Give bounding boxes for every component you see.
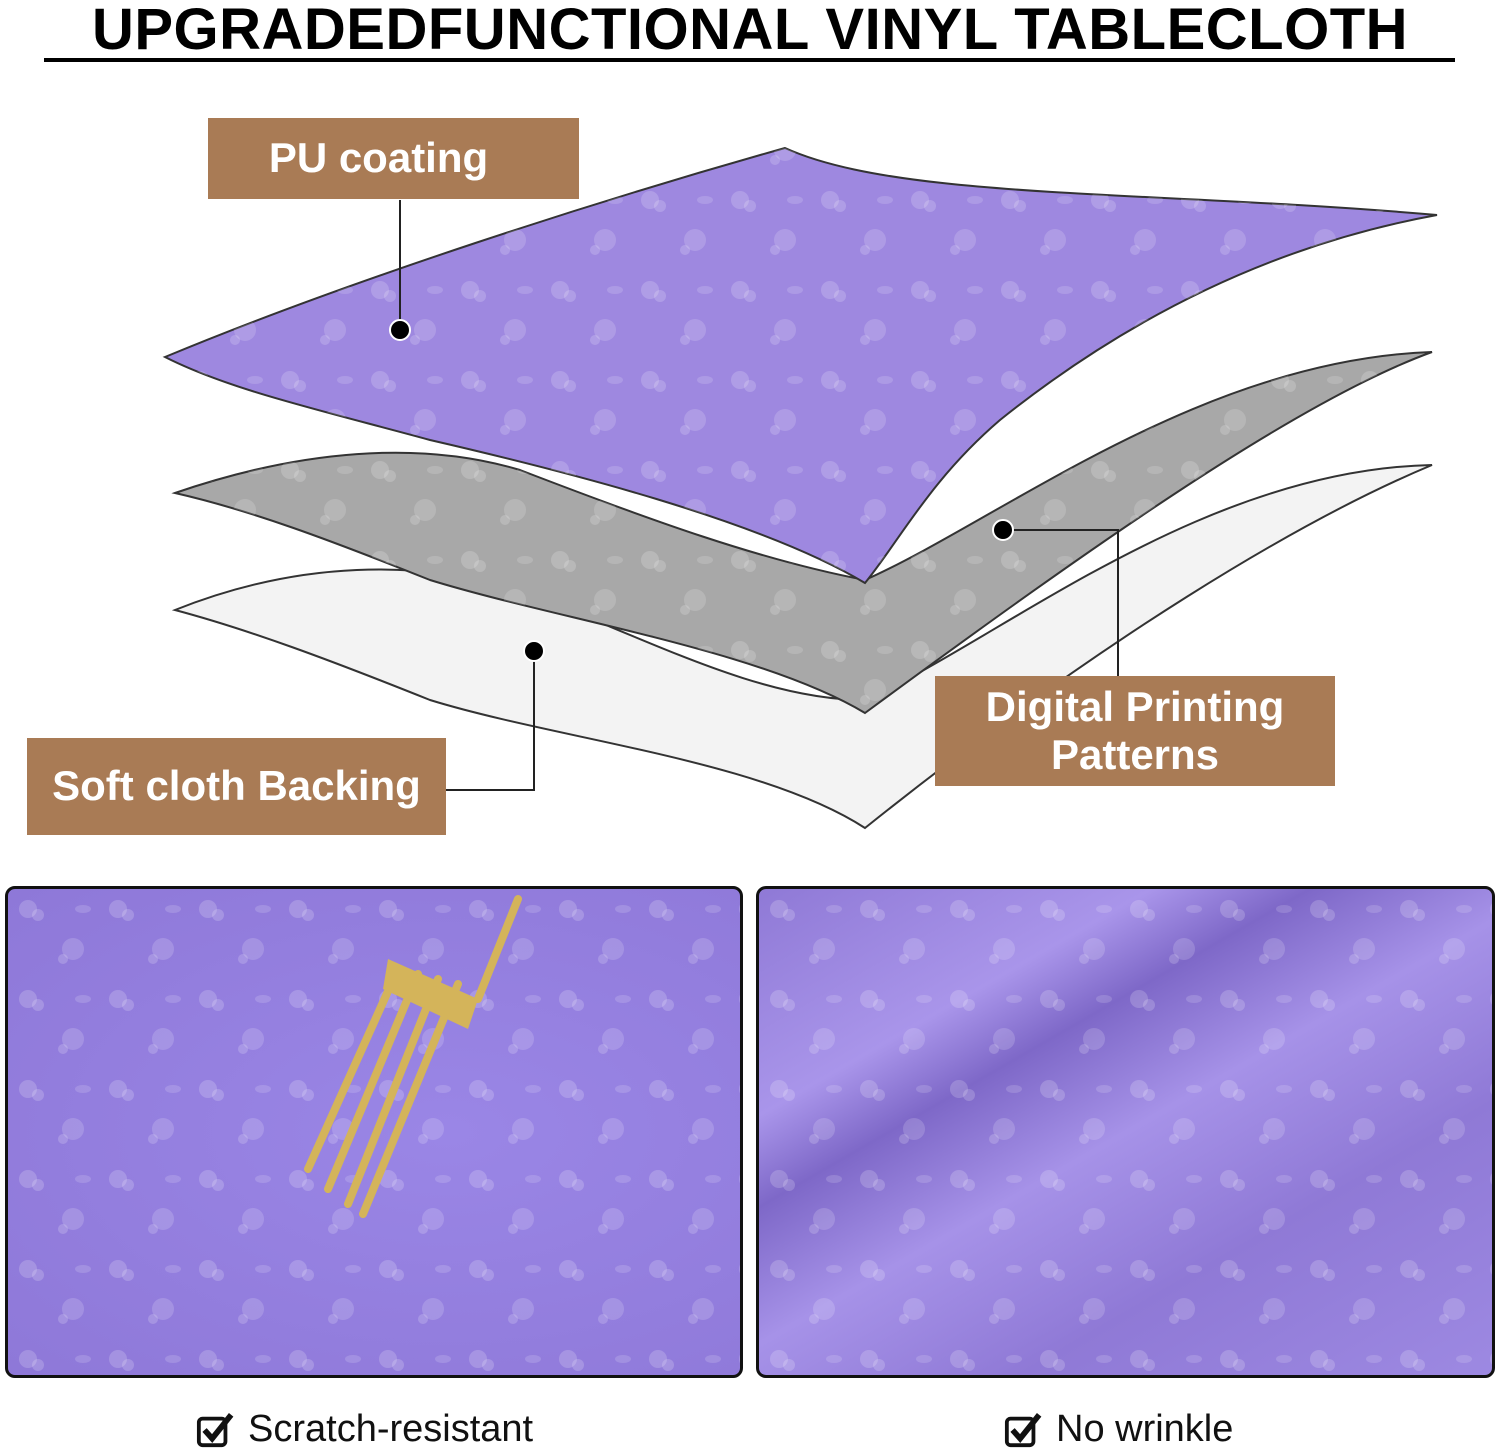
page-title: UPGRADEDFUNCTIONAL VINYL TABLECLOTH xyxy=(91,0,1409,62)
checkbox-checked-icon xyxy=(1004,1412,1042,1447)
printing-leader-line xyxy=(1003,529,1119,676)
title-underline xyxy=(44,58,1455,62)
backing-leader-dot xyxy=(523,640,545,662)
pu-coating-label: PU coating xyxy=(208,118,579,199)
checkbox-checked-icon xyxy=(196,1412,234,1447)
printing-leader-dot xyxy=(992,519,1014,541)
fork-icon xyxy=(304,895,522,1218)
digital-printing-label: Digital Printing Patterns xyxy=(935,676,1335,786)
scratch-resistant-photo xyxy=(5,886,743,1378)
feature-scratch-resistant: Scratch-resistant xyxy=(196,1408,533,1451)
no-wrinkle-photo xyxy=(756,886,1495,1378)
pu-leader-dot xyxy=(389,319,411,341)
feature-no-wrinkle: No wrinkle xyxy=(1004,1408,1233,1451)
backing-leader-line xyxy=(446,651,535,791)
layer-diagram xyxy=(162,146,1438,830)
feature-label: No wrinkle xyxy=(1056,1408,1234,1450)
feature-label: Scratch-resistant xyxy=(248,1408,534,1450)
soft-cloth-backing-label: Soft cloth Backing xyxy=(27,738,446,835)
